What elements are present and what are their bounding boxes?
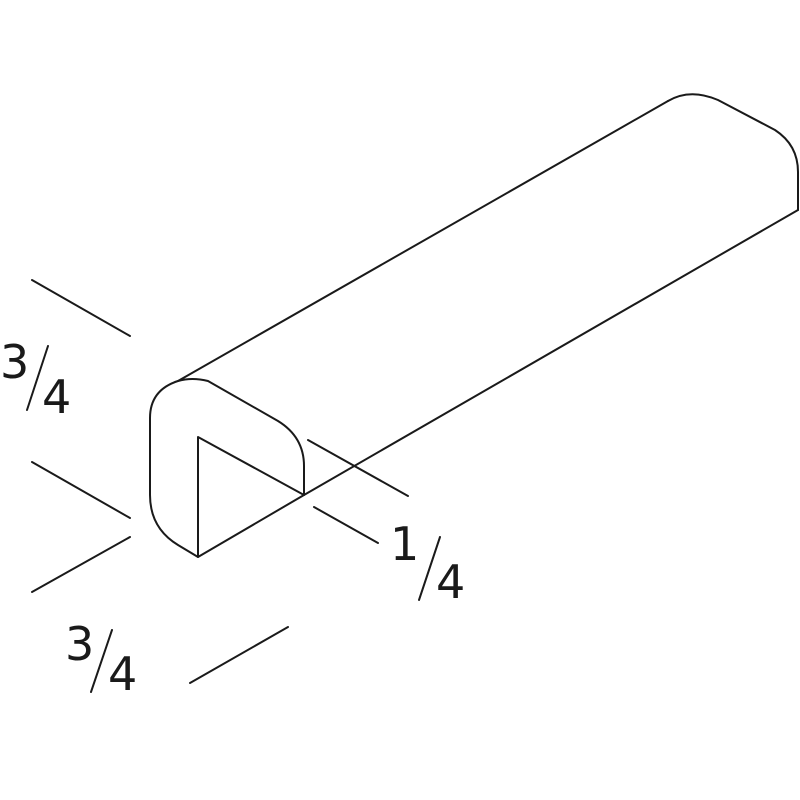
- thickness-dimension: 1 4: [307, 439, 465, 609]
- thickness-fraction-slash: [418, 536, 441, 601]
- height-numerator: 3: [0, 335, 29, 389]
- depth-numerator: 3: [65, 617, 94, 671]
- bottom-edge: [303, 209, 799, 496]
- height-fraction-slash: [26, 345, 49, 411]
- thickness-extension-lower: [313, 506, 379, 544]
- depth-dimension: 3 4: [31, 536, 289, 701]
- thickness-denominator: 4: [436, 555, 465, 609]
- thickness-numerator: 1: [390, 517, 419, 571]
- molding-body: [149, 93, 799, 558]
- top-edge: [177, 100, 669, 382]
- height-extension-lower: [31, 461, 131, 519]
- thickness-extension-upper: [307, 439, 409, 497]
- end-profile-outline: [149, 378, 305, 558]
- depth-extension-right: [189, 626, 289, 684]
- depth-fraction-slash: [90, 629, 113, 693]
- inner-notch: [197, 436, 305, 558]
- height-dimension: 3 4: [0, 279, 131, 519]
- depth-extension-left: [31, 536, 131, 593]
- far-end-cap: [667, 93, 799, 211]
- height-denominator: 4: [42, 370, 71, 424]
- depth-denominator: 4: [108, 647, 137, 701]
- height-extension-upper: [31, 279, 131, 337]
